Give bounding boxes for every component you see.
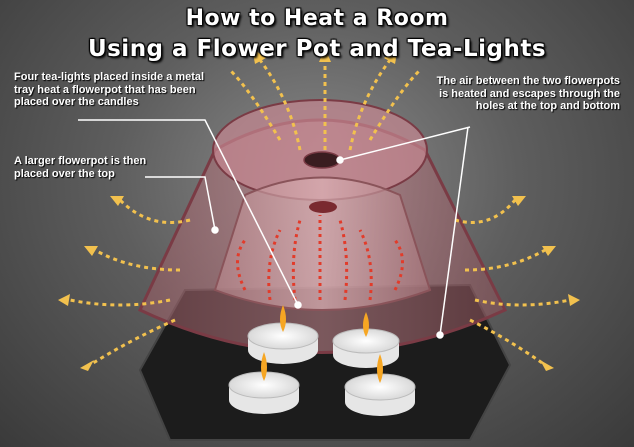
tea-light	[228, 352, 300, 414]
tealights-annotation: Four tea-lights placed inside a metal tr…	[14, 71, 205, 108]
leader-lines	[78, 119, 471, 339]
air-between-annotation: The air between the two flowerpots is he…	[436, 75, 620, 112]
inner-flowerpot	[213, 176, 432, 311]
tea-light	[332, 312, 400, 368]
inner-heat-arrows	[236, 215, 404, 301]
outer-pot-top-hole	[303, 151, 341, 169]
title-line-1: How to Heat a Room	[185, 6, 449, 31]
hot-air-arrows	[69, 59, 571, 367]
title-line-2: Using a Flower Pot and Tea-Lights	[87, 36, 547, 62]
inner-pot-top-hole	[309, 201, 337, 213]
tea-light	[344, 354, 416, 416]
larger-pot-annotation: A larger flowerpot is then placed over t…	[14, 155, 147, 180]
arrow-heads	[58, 48, 580, 371]
